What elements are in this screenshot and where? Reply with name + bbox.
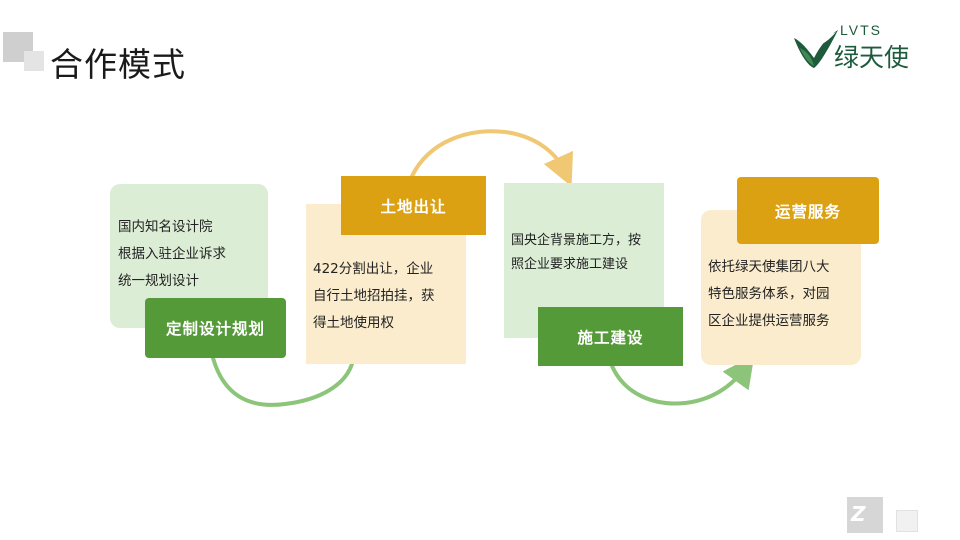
step-description-line: 依托绿天使集团八大 [708,259,830,275]
step-description-line: 自行土地招拍挂，获 [313,288,435,304]
step-label-design: 定制设计规划 [145,298,286,358]
connector-construction-to-operation [610,355,755,406]
step-description-line: 统一规划设计 [118,273,199,289]
step-description-line: 特色服务体系，对园 [708,286,830,302]
logo-text-en: LVTS [840,22,882,38]
step-card-operation: 依托绿天使集团八大 特色服务体系，对园 区企业提供运营服务 [701,210,861,365]
decorative-square-light [24,51,44,71]
connector-design-to-land [211,356,354,407]
logo-text-cn: 绿天使 [834,43,910,72]
step-description-line: 422分割出让，企业 [313,261,434,277]
page-title: 合作模式 [50,45,186,84]
brand-logo: LVTS 绿天使 [790,22,930,77]
step-description-line: 国央企背景施工方，按 [511,233,642,248]
watermark-logo-icon: Z [847,497,883,533]
watermark-square-icon [896,510,918,532]
step-card-design: 国内知名设计院 根据入驻企业诉求 统一规划设计 [110,184,268,328]
step-label-construction: 施工建设 [538,307,683,366]
connector-land-to-construction [410,129,574,187]
leaf-v-logo-icon [794,30,838,68]
step-description-line: 国内知名设计院 [118,219,213,235]
step-description-line: 根据入驻企业诉求 [118,246,226,262]
step-description-line: 得土地使用权 [313,315,394,331]
step-label-land: 土地出让 [341,176,486,235]
step-label-operation: 运营服务 [737,177,879,244]
step-description-line: 区企业提供运营服务 [708,313,830,329]
step-description-line: 照企业要求施工建设 [511,257,629,272]
